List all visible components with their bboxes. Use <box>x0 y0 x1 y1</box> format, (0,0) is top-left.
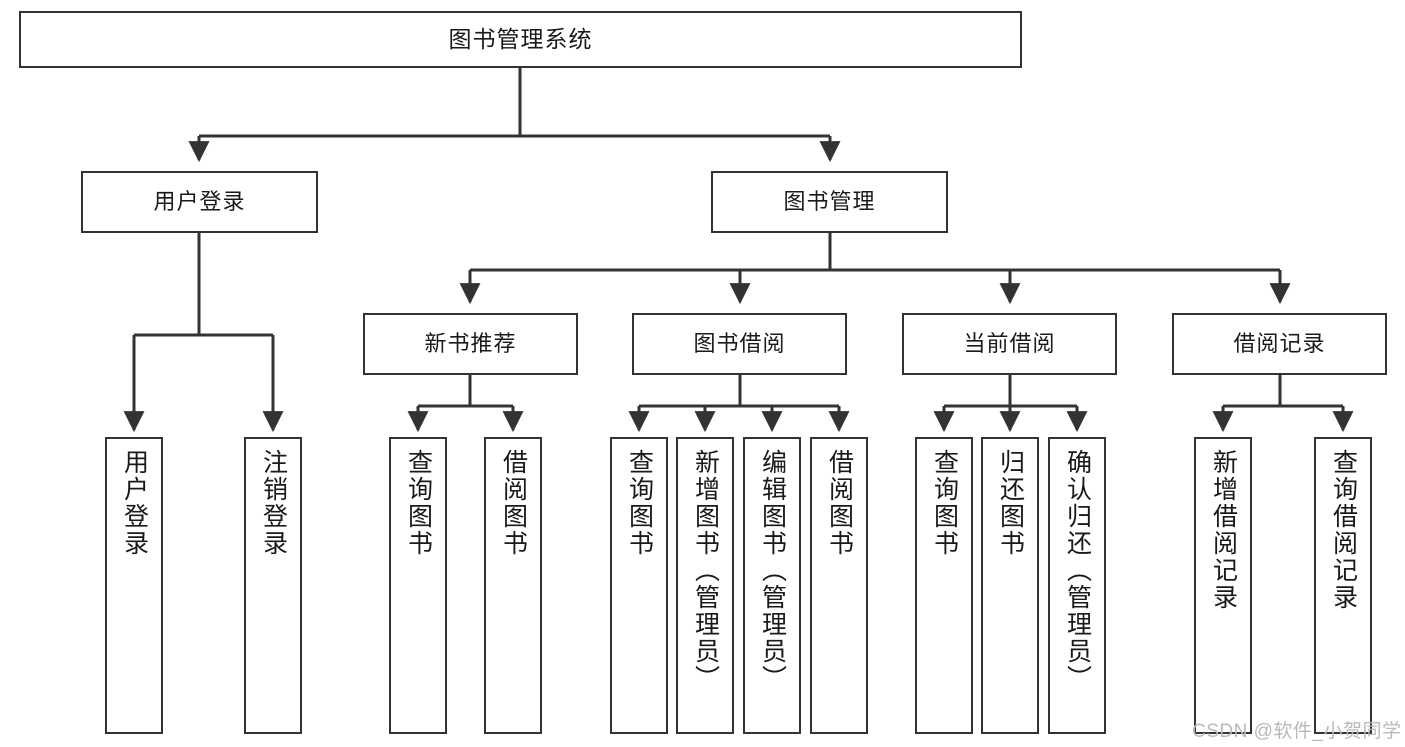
node-label: 注销登录 <box>259 449 288 557</box>
node-leaf-borrow-book[interactable]: 借阅图书 <box>810 437 868 734</box>
node-leaf-query-book-recommend[interactable]: 查询图书 <box>389 437 447 734</box>
node-leaf-query-book-borrow[interactable]: 查询图书 <box>610 437 668 734</box>
node-label: 图书管理 <box>783 189 876 215</box>
node-borrow-record[interactable]: 借阅记录 <box>1172 313 1387 375</box>
node-label: 用户登录 <box>120 449 149 557</box>
node-user-login[interactable]: 用户登录 <box>81 171 318 233</box>
csdn-watermark: CSDN @软件_小贺同学 <box>1192 721 1402 742</box>
node-label: 查询图书 <box>930 449 959 557</box>
node-label: 当前借阅 <box>963 331 1056 357</box>
node-label: 查询借阅记录 <box>1329 449 1358 611</box>
node-label: 用户登录 <box>153 189 246 215</box>
node-label: 图书管理系统 <box>448 25 593 52</box>
node-leaf-add-borrow-record[interactable]: 新增借阅记录 <box>1194 437 1252 734</box>
node-label: 图书借阅 <box>693 331 786 357</box>
node-new-book-recommend[interactable]: 新书推荐 <box>363 313 578 375</box>
node-label: 查询图书 <box>404 449 433 557</box>
node-book-management[interactable]: 图书管理 <box>711 171 948 233</box>
node-label: 借阅记录 <box>1233 331 1326 357</box>
node-leaf-borrow-book-recommend[interactable]: 借阅图书 <box>484 437 542 734</box>
node-leaf-user-login[interactable]: 用户登录 <box>105 437 163 734</box>
node-leaf-query-borrow-record[interactable]: 查询借阅记录 <box>1314 437 1372 734</box>
node-label: 确认归还（管理员） <box>1063 449 1092 692</box>
node-leaf-query-book-current[interactable]: 查询图书 <box>915 437 973 734</box>
node-label: 编辑图书（管理员） <box>758 449 787 692</box>
node-label: 借阅图书 <box>825 449 854 557</box>
node-leaf-confirm-return-admin[interactable]: 确认归还（管理员） <box>1048 437 1106 734</box>
node-root-system[interactable]: 图书管理系统 <box>19 11 1022 68</box>
node-label: 新书推荐 <box>424 331 517 357</box>
node-leaf-add-book-admin[interactable]: 新增图书（管理员） <box>676 437 734 734</box>
node-label: 借阅图书 <box>499 449 528 557</box>
node-leaf-user-logout[interactable]: 注销登录 <box>244 437 302 734</box>
node-label: 归还图书 <box>996 449 1025 557</box>
node-label: 新增借阅记录 <box>1209 449 1238 611</box>
node-label: 新增图书（管理员） <box>691 449 720 692</box>
node-leaf-return-book[interactable]: 归还图书 <box>981 437 1039 734</box>
node-leaf-edit-book-admin[interactable]: 编辑图书（管理员） <box>743 437 801 734</box>
node-label: 查询图书 <box>625 449 654 557</box>
node-current-borrow[interactable]: 当前借阅 <box>902 313 1117 375</box>
node-book-borrow[interactable]: 图书借阅 <box>632 313 847 375</box>
